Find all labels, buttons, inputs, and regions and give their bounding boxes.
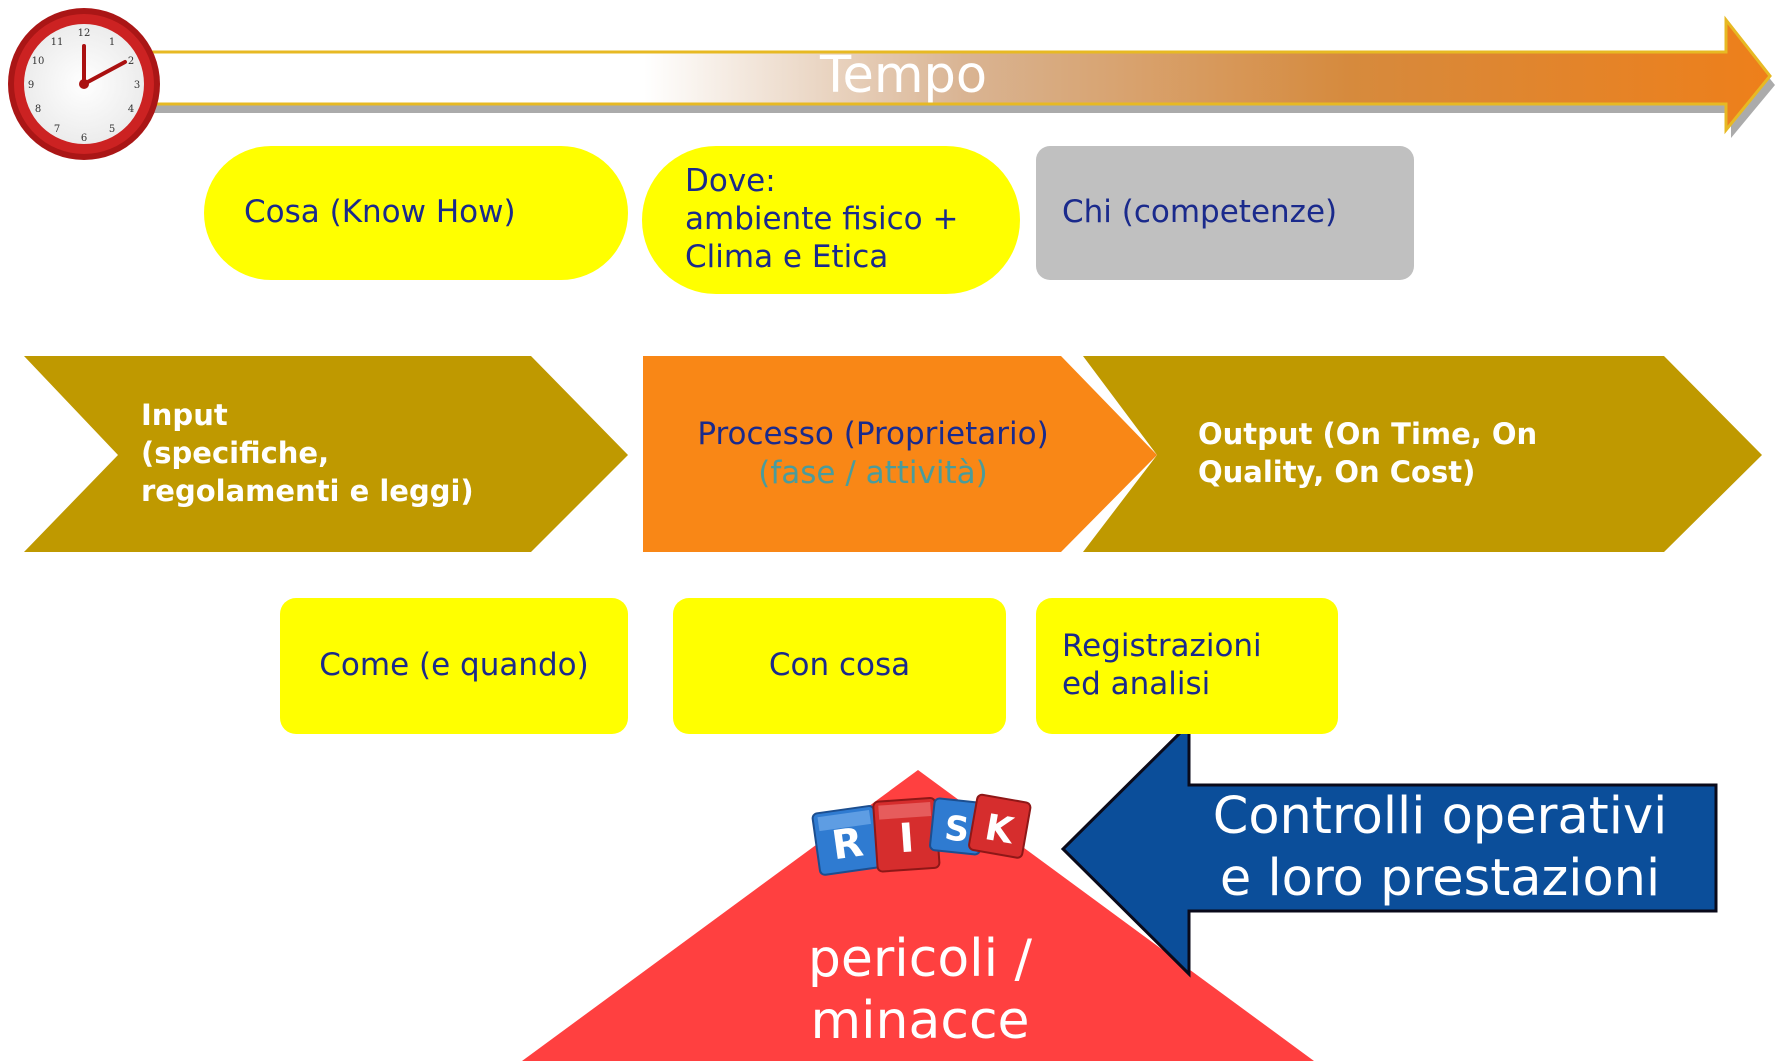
svg-text:5: 5 [109, 124, 115, 135]
process-chevron [643, 356, 1157, 552]
records-line-2: ed analisi [1062, 666, 1211, 702]
output-line-1: Output (On Time, On [1198, 417, 1538, 452]
svg-text:4: 4 [128, 104, 134, 115]
svg-text:9: 9 [28, 80, 34, 91]
clock-icon: 12 1 2 3 4 5 6 7 8 9 10 11 [8, 8, 160, 160]
hazard-triangle [522, 770, 1314, 1061]
output-line-2: Quality, On Cost) [1198, 455, 1476, 489]
output-chevron [1083, 356, 1762, 552]
input-text: Input (specifiche, regolamenti e leggi) [141, 356, 521, 552]
with-what-label: Con cosa [768, 647, 911, 684]
risk-letter-i: I [898, 815, 916, 862]
how-when-label: Come (e quando) [319, 647, 589, 684]
input-line-2: (specifiche, [141, 436, 330, 471]
know-how-label: Cosa (Know How) [244, 194, 516, 231]
risk-letter-r: R [829, 819, 866, 869]
hazard-label: pericoli / minacce [720, 928, 1120, 1053]
svg-text:10: 10 [32, 56, 45, 67]
competence-box: Chi (competenze) [1036, 146, 1414, 280]
svg-text:6: 6 [81, 133, 87, 144]
svg-text:7: 7 [54, 124, 60, 135]
controls-line-1: Controlli operativi [1212, 787, 1668, 846]
svg-text:1: 1 [109, 37, 115, 48]
hazard-line-2: minacce [810, 991, 1030, 1052]
risk-letter-s: S [943, 808, 972, 850]
risk-blocks-icon: R I S K [811, 793, 1032, 876]
input-chevron [24, 356, 628, 552]
environment-line-2: Clima e Etica [685, 238, 889, 275]
competence-label: Chi (competenze) [1062, 194, 1338, 231]
input-line-1: Input [141, 398, 228, 433]
controls-line-2: e loro prestazioni [1219, 849, 1661, 909]
with-what-box: Con cosa [673, 598, 1006, 734]
output-text: Output (On Time, On Quality, On Cost) [1198, 356, 1648, 552]
process-title: Processo (Proprietario) [697, 416, 1049, 453]
svg-text:12: 12 [78, 28, 91, 39]
svg-text:8: 8 [35, 104, 41, 115]
environment-box: Dove: ambiente fisico + Clima e Etica [642, 146, 1020, 294]
hazard-line-1: pericoli / [807, 929, 1033, 989]
records-box: Registrazioni ed analisi [1036, 598, 1338, 734]
time-label: Tempo [820, 46, 988, 105]
know-how-box: Cosa (Know How) [204, 146, 628, 280]
time-arrow [88, 15, 1775, 138]
svg-text:3: 3 [134, 80, 140, 91]
process-text: Processo (Proprietario) (fase / attività… [643, 356, 1103, 552]
svg-text:2: 2 [128, 56, 134, 67]
svg-text:11: 11 [51, 37, 64, 48]
input-line-3: regolamenti e leggi) [141, 473, 474, 508]
how-when-box: Come (e quando) [280, 598, 628, 734]
environment-line-1: ambiente fisico + [685, 201, 959, 238]
records-line-1: Registrazioni [1062, 628, 1262, 665]
environment-title: Dove: [685, 163, 776, 200]
process-subtitle: (fase / attività) [758, 455, 988, 491]
controls-label: Controlli operativi e loro prestazioni [1165, 786, 1715, 916]
controls-arrow [1060, 720, 1718, 978]
